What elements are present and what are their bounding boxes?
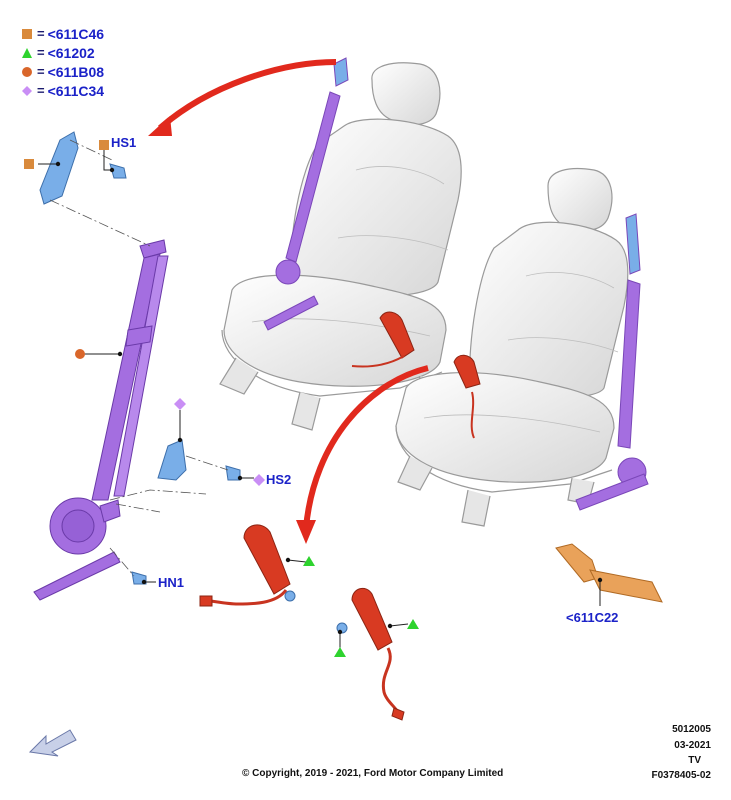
legend-equals: = xyxy=(37,83,45,98)
seat-right-stitching xyxy=(423,272,619,433)
diamond-marker xyxy=(253,474,265,486)
seat-mounted-belt-right xyxy=(575,213,649,511)
leader-dots xyxy=(55,161,603,635)
circle-marker xyxy=(75,349,85,359)
legend-equals: = xyxy=(37,64,45,79)
square-icon xyxy=(22,28,32,39)
upper-anchor-exploded xyxy=(39,131,127,205)
lower-anchor-exploded xyxy=(131,439,241,585)
triangle-marker xyxy=(334,647,346,657)
legend-row-circle: = <611B08 xyxy=(22,62,104,81)
legend-row-square: = <611C46 xyxy=(22,24,104,43)
red-indicator-arrows xyxy=(148,59,429,544)
seat-mounted-belt-left xyxy=(263,57,349,331)
belt-retractor-exploded xyxy=(33,239,169,601)
callout-hn1: HN1 xyxy=(158,575,185,590)
callout-hs2: HS2 xyxy=(266,472,292,487)
callout-markers xyxy=(24,140,419,657)
legend-equals: = xyxy=(37,26,45,41)
triangle-marker xyxy=(303,556,315,566)
ref-number: 5012005 xyxy=(672,724,711,735)
belt-extension xyxy=(555,543,663,603)
ref-tv: TV xyxy=(688,755,701,766)
triangle-icon xyxy=(22,47,32,58)
legend-code: <61202 xyxy=(47,44,95,61)
legend-row-diamond: = <611C34 xyxy=(22,81,104,100)
buckle-exploded-lower xyxy=(336,587,405,721)
seat-buckles xyxy=(351,311,481,439)
legend-code: <611B08 xyxy=(47,63,105,80)
square-marker xyxy=(99,140,109,150)
callout-hs1: HS1 xyxy=(111,135,137,150)
legend-code: <611C46 xyxy=(47,25,105,42)
assembly-lines xyxy=(49,139,229,577)
buckle-exploded-upper xyxy=(199,524,296,607)
copyright-text: © Copyright, 2019 - 2021, Ford Motor Com… xyxy=(242,768,504,779)
diamond-icon xyxy=(22,85,32,96)
diamond-marker xyxy=(174,398,186,410)
ref-figure: F0378405-02 xyxy=(651,770,712,781)
leader-lines xyxy=(38,150,601,650)
navigation-arrow-icon[interactable] xyxy=(28,729,77,757)
legend-equals: = xyxy=(37,45,45,60)
callout-extension: <611C22 xyxy=(566,610,619,625)
square-marker xyxy=(24,159,34,169)
legend-code: <611C34 xyxy=(47,82,105,99)
triangle-marker xyxy=(407,619,419,629)
seat-right xyxy=(395,167,629,527)
legend-row-triangle: = <61202 xyxy=(22,43,104,62)
ref-date: 03-2021 xyxy=(674,740,711,751)
seat-left xyxy=(219,62,462,431)
circle-icon xyxy=(22,66,32,77)
legend: = <611C46 = <61202 = <611B08 = <611C34 xyxy=(22,24,104,100)
